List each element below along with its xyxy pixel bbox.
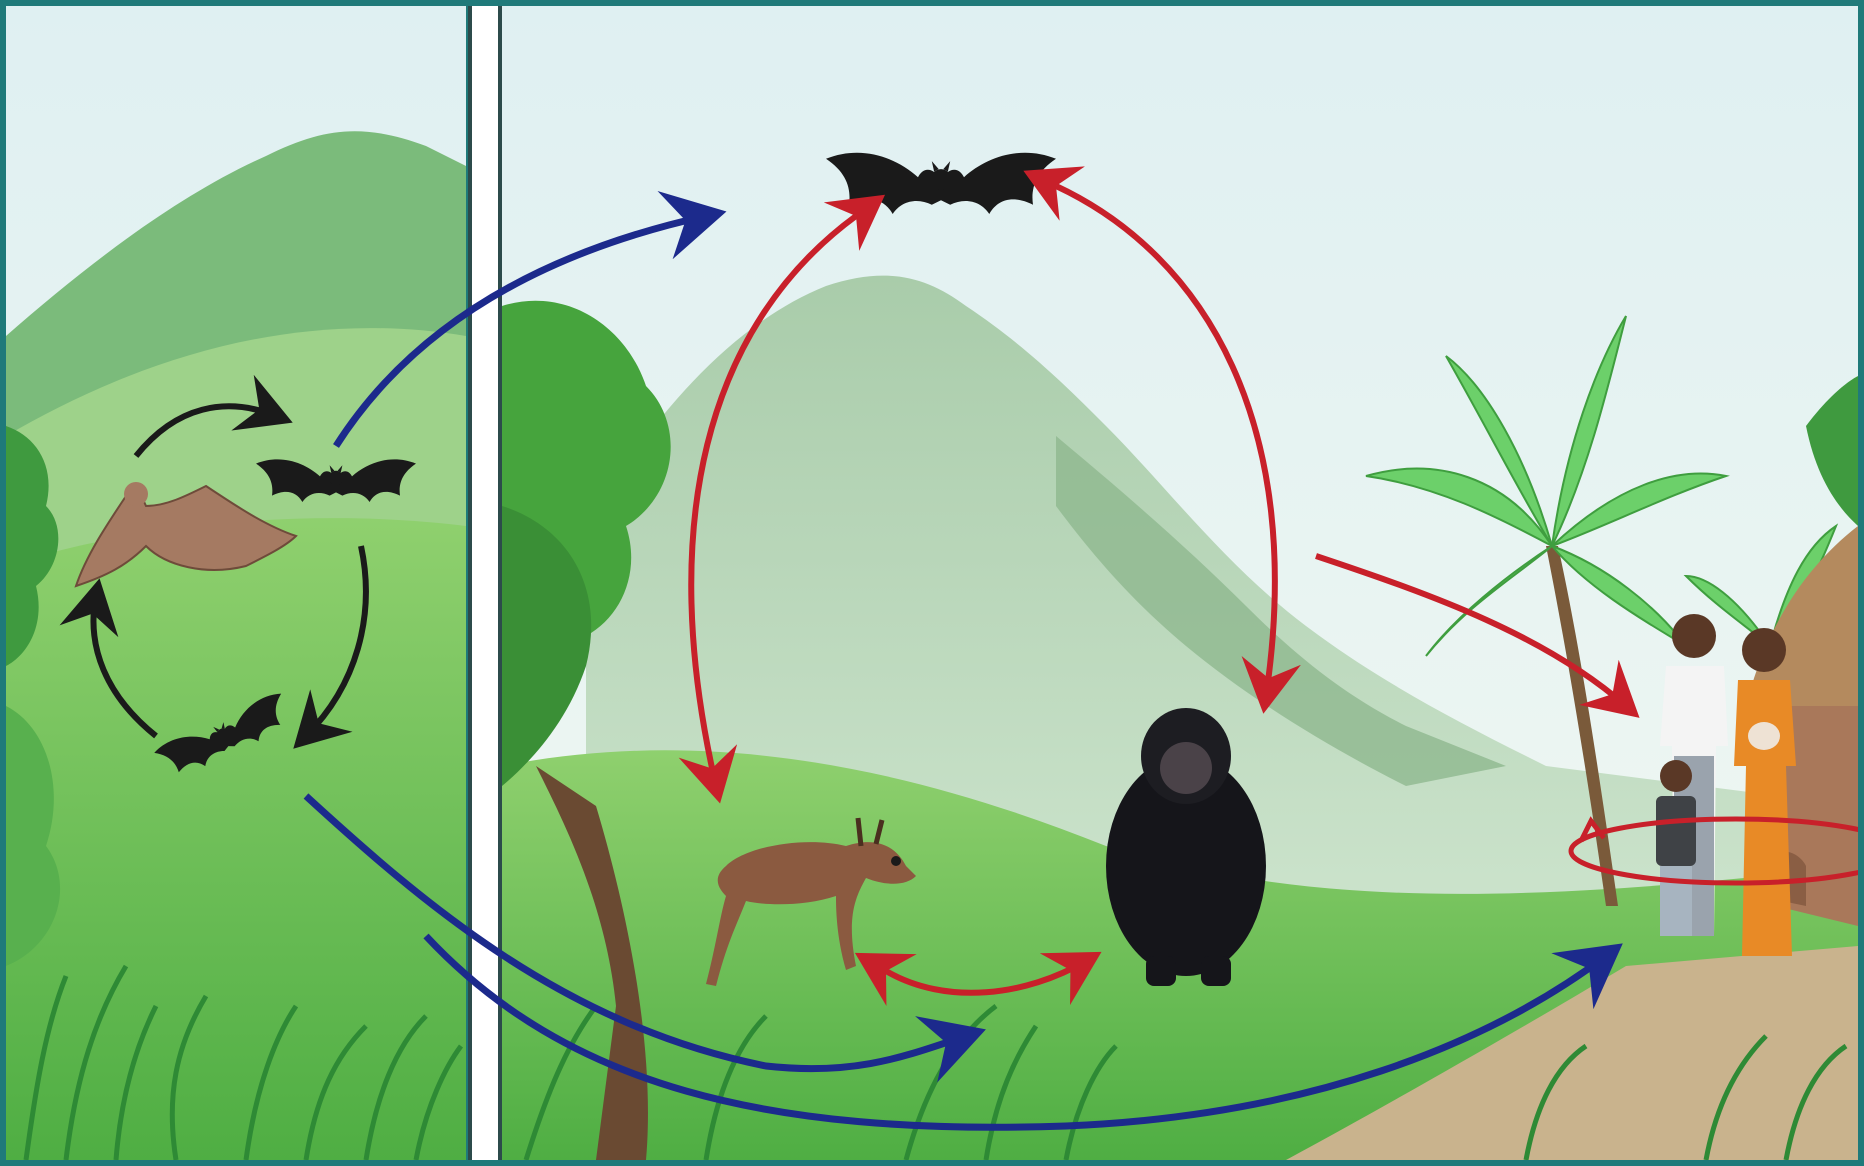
scene-svg <box>6 6 1858 1160</box>
reservoir-panel <box>6 6 466 1160</box>
meadow-left <box>6 518 466 1160</box>
transmission-panel <box>502 6 1858 1160</box>
ebola-transmission-scene <box>6 6 1858 1160</box>
